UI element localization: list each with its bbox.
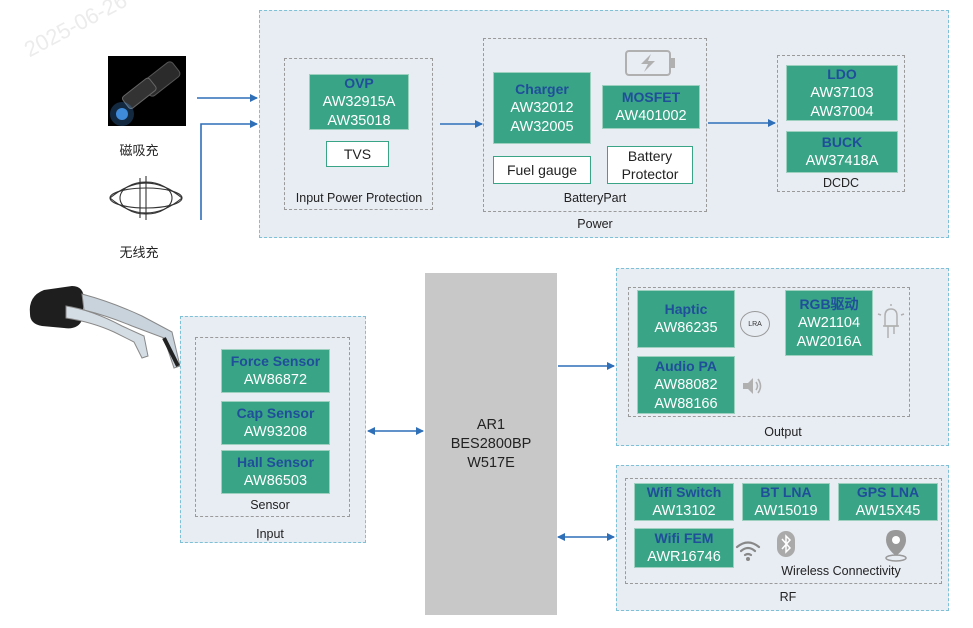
bt-lna-chip: BT LNA AW15019 (742, 483, 830, 521)
rf-title: RF (779, 590, 797, 604)
rgb-driver-chip: RGB驱动 AW21104 AW2016A (785, 290, 873, 356)
dcdc-title: DCDC (822, 176, 860, 190)
rgb-driver-parts: AW21104 AW2016A (796, 314, 862, 350)
smart-glasses-image (22, 276, 187, 372)
magnetic-charger-image (108, 56, 186, 126)
fuel-gauge-box: Fuel gauge (493, 156, 591, 184)
buck-title: BUCK (821, 134, 863, 150)
soc-label: AR1 BES2800BP W517E (450, 416, 532, 471)
lra-label: LRA (748, 320, 762, 328)
input-protection-group (284, 58, 433, 210)
wifi-fem-title: Wifi FEM (654, 530, 714, 546)
dcdc-group (777, 55, 905, 192)
battery-part-title: BatteryPart (563, 191, 627, 205)
sensor-group-title: Sensor (250, 498, 290, 512)
rf-group (625, 478, 942, 584)
buck-part: AW37418A (805, 153, 879, 169)
force-sensor-part: AW86872 (243, 372, 308, 388)
output-title: Output (764, 425, 802, 439)
wifi-fem-part: AWR16746 (647, 549, 721, 565)
wifi-switch-part: AW13102 (652, 503, 716, 519)
battery-charging-icon (625, 50, 677, 76)
audio-pa-title: Audio PA (655, 357, 717, 374)
audio-pa-chip: Audio PA AW88082 AW88166 (637, 356, 735, 414)
soc-block: AR1 BES2800BP W517E (425, 273, 557, 615)
hall-sensor-part: AW86503 (243, 473, 308, 489)
bt-lna-title: BT LNA (760, 484, 812, 500)
wifi-switch-title: Wifi Switch (646, 484, 722, 500)
wireless-charge-label: 无线充 (119, 245, 159, 260)
magnetic-charge-label: 磁吸充 (119, 143, 159, 158)
cap-sensor-part: AW93208 (243, 424, 308, 440)
mosfet-part: AW401002 (615, 108, 687, 124)
input-protection-title: Input Power Protection (295, 191, 423, 205)
tvs-box: TVS (326, 141, 389, 167)
battery-protector-box: Battery Protector (607, 146, 693, 184)
wifi-icon (734, 538, 762, 562)
power-title: Power (577, 217, 613, 231)
ovp-parts: AW32915A AW35018 (322, 93, 396, 129)
wifi-switch-chip: Wifi Switch AW13102 (634, 483, 734, 521)
speaker-icon (741, 376, 763, 396)
force-sensor-chip: Force Sensor AW86872 (221, 349, 330, 393)
charger-chip: Charger AW32012 AW32005 (493, 72, 591, 144)
rgb-driver-title: RGB驱动 (799, 295, 859, 312)
mosfet-title: MOSFET (621, 89, 681, 105)
wireless-connectivity-label: Wireless Connectivity (781, 564, 901, 578)
ldo-title: LDO (827, 65, 857, 82)
charger-title: Charger (515, 80, 569, 97)
gps-lna-part: AW15X45 (855, 503, 921, 519)
ovp-chip: OVP AW32915A AW35018 (309, 74, 409, 130)
output-group (628, 287, 910, 417)
led-icon (876, 304, 906, 342)
ldo-parts: AW37103 AW37004 (810, 84, 874, 120)
buck-chip: BUCK AW37418A (786, 131, 898, 173)
wireless-to-protection-arrow (200, 120, 258, 220)
cap-sensor-chip: Cap Sensor AW93208 (221, 401, 330, 445)
gps-lna-chip: GPS LNA AW15X45 (838, 483, 938, 521)
force-sensor-title: Force Sensor (230, 353, 321, 369)
ovp-title: OVP (344, 74, 374, 91)
sensor-group (195, 337, 350, 517)
audio-pa-parts: AW88082 AW88166 (654, 376, 718, 412)
battery-part-group (483, 38, 707, 212)
bluetooth-icon (776, 530, 796, 558)
bt-lna-part: AW15019 (754, 503, 818, 519)
charger-parts: AW32012 AW32005 (510, 99, 574, 135)
mosfet-chip: MOSFET AW401002 (602, 85, 700, 129)
haptic-part: AW86235 (654, 320, 718, 336)
haptic-chip: Haptic AW86235 (637, 290, 735, 348)
cap-sensor-title: Cap Sensor (236, 405, 315, 421)
wireless-charge-coil-icon (106, 172, 186, 224)
wifi-fem-chip: Wifi FEM AWR16746 (634, 528, 734, 568)
hall-sensor-title: Hall Sensor (236, 454, 315, 470)
input-title: Input (256, 527, 284, 541)
location-pin-icon (884, 528, 908, 562)
hall-sensor-chip: Hall Sensor AW86503 (221, 450, 330, 494)
ldo-chip: LDO AW37103 AW37004 (786, 65, 898, 121)
gps-lna-title: GPS LNA (856, 484, 920, 500)
lra-icon: LRA (740, 311, 770, 337)
haptic-title: Haptic (664, 301, 708, 317)
